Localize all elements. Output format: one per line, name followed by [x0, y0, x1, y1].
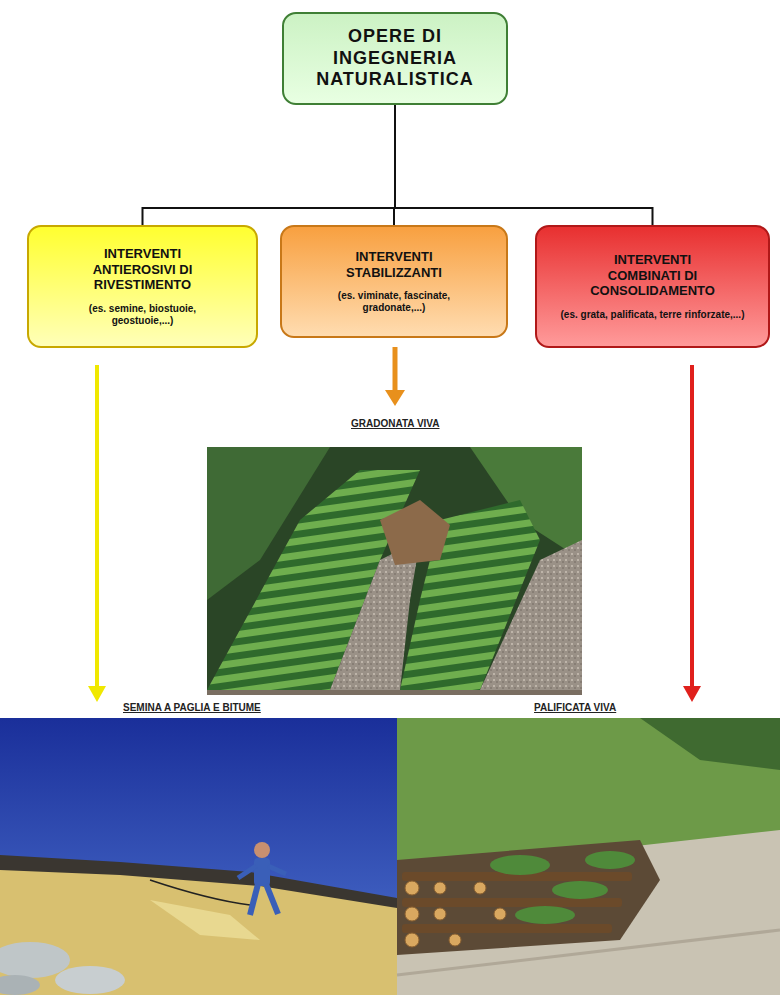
photo-caption: PALIFICATA VIVA: [532, 702, 618, 713]
photo-caption: GRADONATA VIVA: [349, 418, 442, 429]
palificata-photo: [397, 718, 780, 995]
box-heading: INTERVENTI COMBINATI DI CONSOLIDAMENTO: [578, 252, 728, 299]
category-box: INTERVENTI ANTIEROSIVI DI RIVESTIMENTO (e…: [27, 225, 258, 348]
box-examples: (es. viminate, fascinate, gradonate,...): [307, 290, 482, 314]
gradonata-photo: [207, 447, 582, 695]
semina-photo: [0, 718, 397, 995]
root-box: OPERE DI INGEGNERIA NATURALISTICA: [282, 12, 508, 105]
tree-connector: [395, 105, 653, 225]
orange-arrow: [385, 347, 405, 406]
yellow-arrow: [88, 365, 106, 702]
category-box: INTERVENTI COMBINATI DI CONSOLIDAMENTO (e…: [535, 225, 770, 348]
box-heading: INTERVENTI STABILIZZANTI: [329, 249, 459, 280]
category-box: INTERVENTI STABILIZZANTI (es. viminate, f…: [280, 225, 508, 338]
photo-caption: SEMINA A PAGLIA E BITUME: [121, 702, 263, 713]
box-examples: (es. grata, palificata, terre rinforzate…: [561, 309, 745, 321]
box-examples: (es. semine, biostuoie, geostuoie,...): [58, 303, 228, 327]
worker-figure: [238, 842, 286, 915]
box-heading: INTERVENTI ANTIEROSIVI DI RIVESTIMENTO: [73, 246, 213, 293]
box-heading: OPERE DI INGEGNERIA NATURALISTICA: [313, 26, 478, 91]
red-arrow: [683, 365, 701, 702]
tree-connector: [143, 105, 396, 225]
